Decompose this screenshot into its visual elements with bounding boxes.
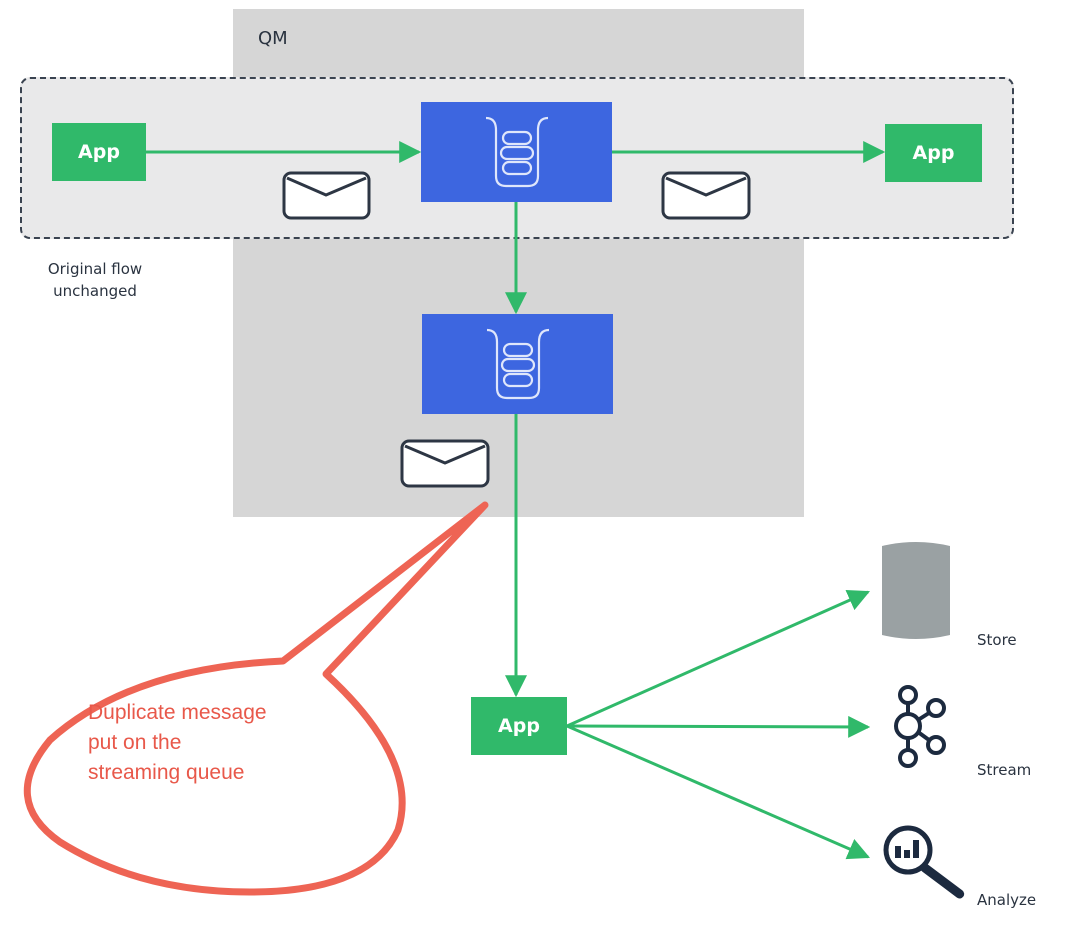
kafka-stream-icon <box>894 685 946 768</box>
arrow-app-to-store <box>566 590 871 728</box>
envelope-icon <box>282 171 371 220</box>
envelope-icon <box>661 171 751 220</box>
queue-icon <box>485 116 548 188</box>
magnifier-chart-icon <box>883 825 965 899</box>
streaming-queue-box <box>422 314 613 414</box>
analyze-label: Analyze <box>977 891 1037 909</box>
producer-app-box: App <box>52 123 146 181</box>
app-label: App <box>78 141 120 163</box>
callout-line: Duplicate message <box>88 701 267 724</box>
store-label: Store <box>977 631 1017 649</box>
arrow-app-to-analyze <box>566 724 871 860</box>
callout-line: streaming queue <box>88 761 245 784</box>
app-label: App <box>498 715 540 737</box>
arrow-app-to-stream <box>566 715 871 738</box>
consumer-app-box: App <box>885 124 982 182</box>
streaming-app-box: App <box>471 697 567 755</box>
database-icon <box>882 542 950 639</box>
callout-bubble <box>23 501 489 896</box>
envelope-icon <box>400 439 490 488</box>
app-label: App <box>912 142 955 164</box>
original-flow-caption: Original flow unchanged <box>47 260 143 300</box>
callout-text: Duplicate message put on the streaming q… <box>88 698 348 788</box>
stream-label: Stream <box>977 761 1032 779</box>
queue-manager-label: QM <box>258 28 288 49</box>
original-queue-box <box>421 102 612 202</box>
queue-icon <box>486 328 549 400</box>
callout-line: put on the <box>88 731 182 754</box>
